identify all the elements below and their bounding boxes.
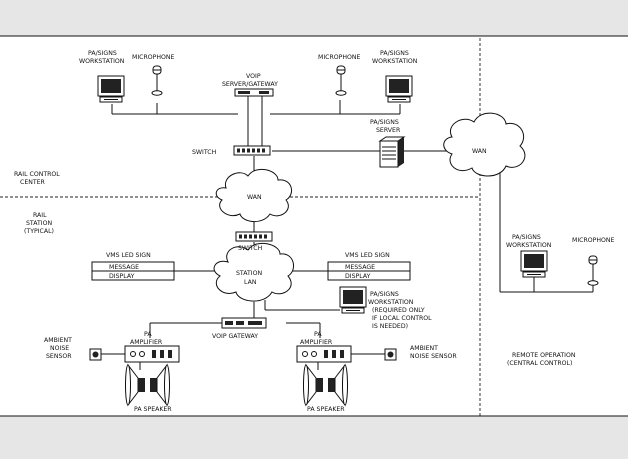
connections-station — [101, 218, 385, 370]
switch-label: SWITCH — [192, 149, 217, 156]
vms-sign-message: MESSAGE — [109, 264, 139, 271]
pa-signs-server: PA/SIGNS SERVER — [370, 119, 406, 168]
wan-right-label: WAN — [472, 148, 487, 155]
station-lan-cloud: STATION LAN — [213, 242, 295, 302]
region-label-line: RAIL CONTROL — [14, 171, 60, 178]
remote-microphone: MICROPHONE — [572, 237, 615, 286]
sensor-label: AMBIENT — [44, 337, 72, 344]
microphone-right: MICROPHONE — [318, 54, 361, 96]
workstation-right-label: WORKSTATION — [372, 58, 418, 65]
workstation-left-label: WORKSTATION — [79, 58, 125, 65]
monitor-icon — [520, 250, 548, 278]
workstation-right-label: PA/SIGNS — [380, 50, 409, 57]
ambient-noise-sensor-right: AMBIENT NOISE SENSOR — [384, 345, 457, 361]
pa-speaker-right: PA SPEAKER — [303, 364, 348, 413]
station-workstation-label: WORKSTATION — [368, 299, 414, 306]
region-label-line: RAIL — [33, 212, 47, 219]
switch-icon — [235, 231, 273, 242]
vms-sign-display: DISPLAY — [345, 273, 371, 280]
pa-server-label: PA/SIGNS — [370, 119, 399, 126]
workstation-right: PA/SIGNS WORKSTATION — [372, 50, 418, 103]
amplifier-icon — [296, 345, 352, 363]
microphone-right-label: MICROPHONE — [318, 54, 361, 61]
server-tower-icon — [378, 136, 406, 168]
server-icon — [234, 88, 274, 97]
pa-speaker-left: PA SPEAKER — [125, 364, 172, 413]
station-workstation-label: PA/SIGNS — [370, 291, 399, 298]
monitor-icon — [385, 75, 413, 103]
region-label-line: (TYPICAL) — [24, 228, 54, 235]
voip-server-label: SERVER/GATEWAY — [222, 81, 278, 88]
wan-cloud-center: WAN — [215, 168, 293, 222]
vms-sign-display: DISPLAY — [109, 273, 135, 280]
microphone-left-label: MICROPHONE — [132, 54, 175, 61]
voip-server-gateway: VOIP SERVER/GATEWAY — [222, 73, 278, 97]
connections-control-center — [111, 96, 594, 293]
wan-cloud-right: WAN — [443, 112, 526, 177]
amplifier-label: PA — [144, 331, 152, 338]
pa-amplifier-right: PA AMPLIFIER — [296, 331, 352, 363]
region-rail-station: RAIL STATION (TYPICAL) — [24, 212, 54, 235]
remote-workstation-label: WORKSTATION — [506, 242, 552, 249]
region-remote-operation: REMOTE OPERATION (CENTRAL CONTROL) — [507, 352, 576, 367]
pa-amplifier-left: PA AMPLIFIER — [124, 331, 180, 363]
amplifier-icon — [124, 345, 180, 363]
vms-sign-title: VMS LED SIGN — [345, 252, 390, 259]
wan-center-label: WAN — [247, 194, 262, 201]
region-rail-control-center: RAIL CONTROL CENTER — [14, 171, 60, 186]
amplifier-label: AMPLIFIER — [130, 339, 163, 346]
region-label-line: (CENTRAL CONTROL) — [507, 360, 572, 367]
station-switch-label: SWITCH — [238, 245, 263, 252]
gateway-icon — [221, 317, 267, 329]
vms-sign-message: MESSAGE — [345, 264, 375, 271]
pa-server-label: SERVER — [376, 127, 401, 134]
station-workstation: PA/SIGNS WORKSTATION (REQUIRED ONLY IF L… — [339, 286, 432, 330]
voip-gateway: VOIP GATEWAY — [212, 317, 267, 340]
speaker-label: PA SPEAKER — [307, 406, 345, 413]
vms-sign-title: VMS LED SIGN — [106, 252, 151, 259]
sensor-label: NOISE — [50, 345, 69, 352]
ambient-noise-sensor-left: AMBIENT NOISE SENSOR — [44, 337, 102, 361]
monitor-icon — [339, 286, 367, 314]
vms-led-sign-right: VMS LED SIGN MESSAGE DISPLAY — [327, 252, 411, 281]
workstation-left: PA/SIGNS WORKSTATION — [79, 50, 125, 103]
workstation-left-label: PA/SIGNS — [88, 50, 117, 57]
region-label-line: CENTER — [20, 179, 46, 186]
amplifier-label: PA — [314, 331, 322, 338]
workstation-note: (REQUIRED ONLY — [372, 307, 425, 314]
region-label-line: STATION — [26, 220, 52, 227]
voip-server-label: VOIP — [246, 73, 261, 80]
microphone-left: MICROPHONE — [132, 54, 175, 96]
speaker-label: PA SPEAKER — [134, 406, 172, 413]
remote-microphone-label: MICROPHONE — [572, 237, 615, 244]
switch-control-center: SWITCH — [192, 145, 271, 156]
switch-station: SWITCH — [235, 231, 273, 252]
sensor-label: AMBIENT — [410, 345, 438, 352]
sensor-icon — [384, 348, 397, 361]
workstation-note: IS NEEDED) — [372, 323, 408, 330]
remote-workstation: PA/SIGNS WORKSTATION — [506, 234, 552, 278]
monitor-icon — [97, 75, 125, 103]
vms-led-sign-left: VMS LED SIGN MESSAGE DISPLAY — [91, 252, 175, 281]
workstation-note: IF LOCAL CONTROL — [372, 315, 432, 322]
switch-icon — [233, 145, 271, 156]
remote-workstation-label: PA/SIGNS — [512, 234, 541, 241]
station-lan-label: LAN — [244, 279, 257, 286]
region-label-line: REMOTE OPERATION — [512, 352, 576, 359]
station-lan-label: STATION — [236, 270, 262, 277]
sensor-label: NOISE SENSOR — [410, 353, 457, 360]
sensor-icon — [89, 348, 102, 361]
sensor-label: SENSOR — [46, 353, 72, 360]
amplifier-label: AMPLIFIER — [300, 339, 333, 346]
voip-gateway-label: VOIP GATEWAY — [212, 333, 258, 340]
